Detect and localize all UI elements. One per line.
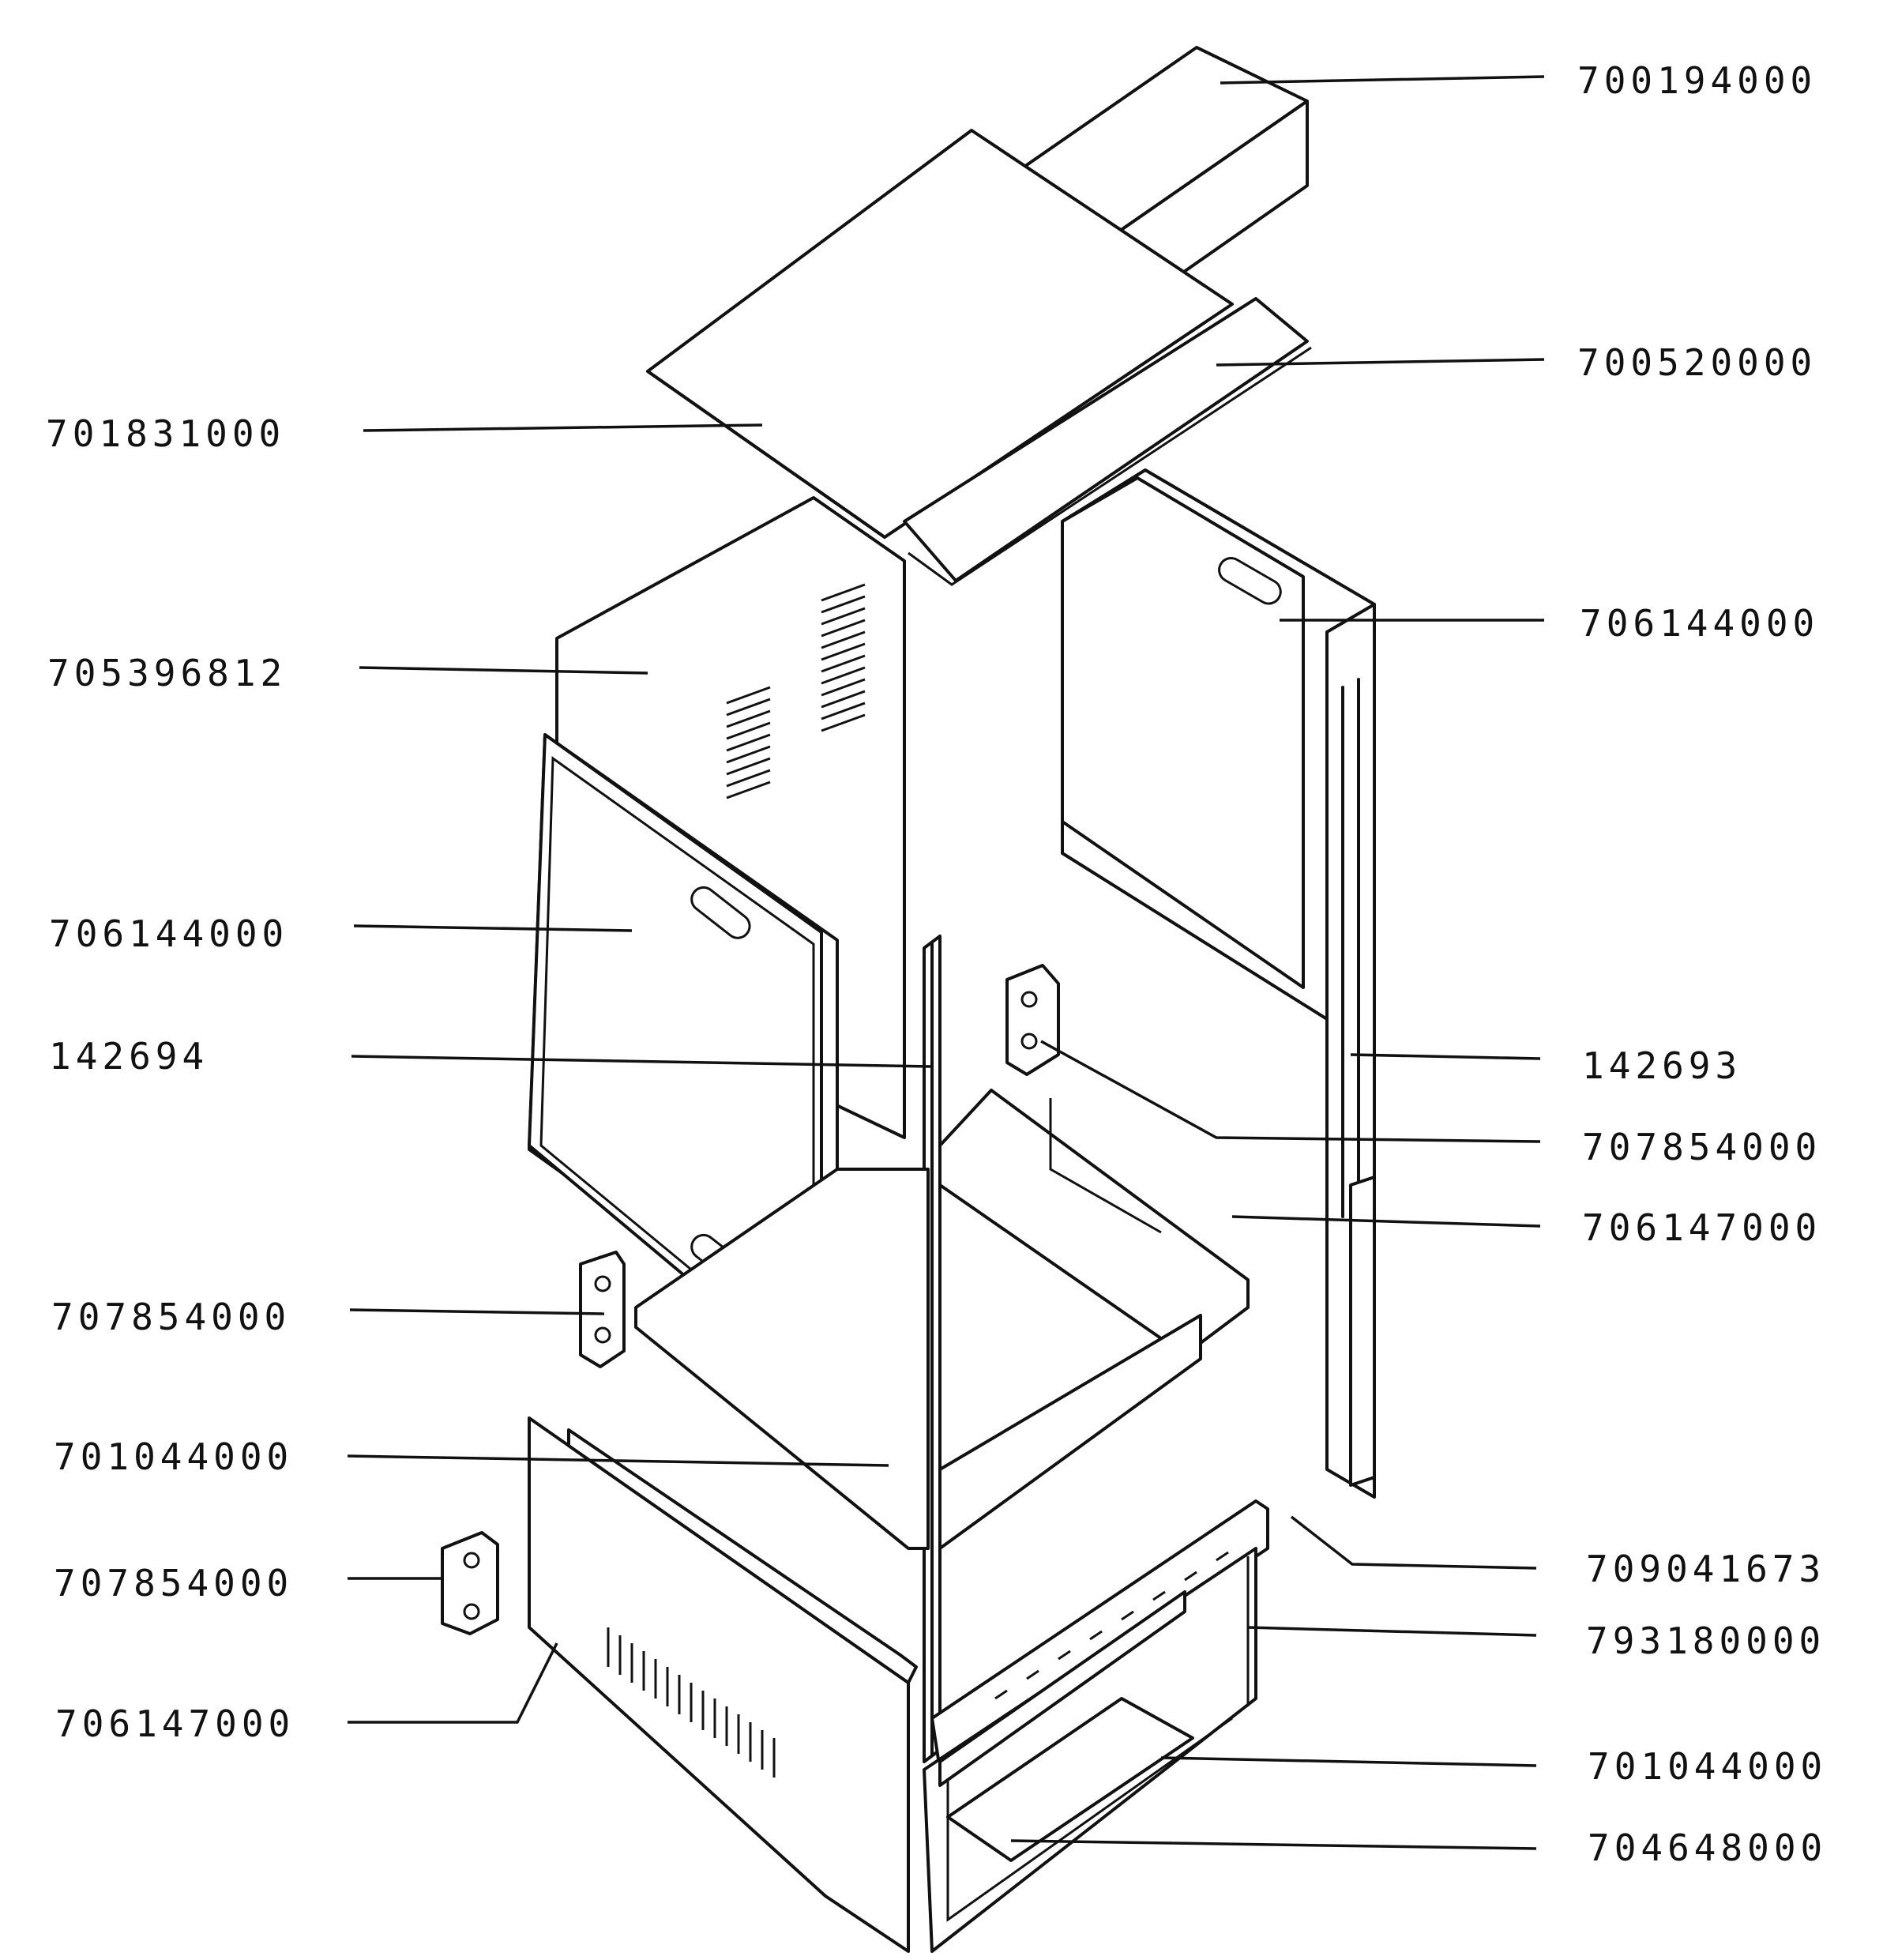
label-lower-side-panel: 706147000 <box>55 1702 295 1745</box>
label-bottom-shelf: 701044000 <box>1588 1745 1827 1788</box>
label-middle-shelf-right: 706147000 <box>1582 1206 1821 1249</box>
bottom-tray-part <box>946 1697 1194 1862</box>
bottom-shelf-part <box>938 1590 1186 1787</box>
label-back-panel: 705396812 <box>47 652 287 694</box>
label-left-side-panel: 706144000 <box>49 912 288 955</box>
label-loose-hinge: 707854000 <box>54 1562 293 1604</box>
leader-lines <box>347 75 1545 1850</box>
label-base-frame: 793180000 <box>1586 1620 1825 1662</box>
label-top-panel-right: 700520000 <box>1577 341 1817 384</box>
loose-hinge-part <box>441 1531 499 1635</box>
hinge-left-part <box>579 1251 626 1368</box>
top-panel-right-part <box>903 297 1312 586</box>
middle-shelf-part <box>634 1168 1202 1550</box>
lower-side-panel-part <box>528 1416 918 1953</box>
label-left-strip: 142694 <box>49 1035 209 1078</box>
label-right-strip: 142693 <box>1582 1044 1742 1087</box>
label-top-panel-left: 701831000 <box>46 412 285 455</box>
label-right-side-panel: 706144000 <box>1580 602 1819 645</box>
right-side-panel-part <box>1061 468 1376 1499</box>
right-strip-part <box>1349 1176 1376 1487</box>
label-upper-hinge-right: 707854000 <box>1582 1126 1821 1168</box>
label-top-cover: 700194000 <box>1577 59 1817 102</box>
top-panel-left-part <box>646 129 1234 539</box>
upper-hinge-right-part <box>1005 964 1060 1076</box>
middle-shelf-right-part <box>938 1089 1250 1356</box>
label-hinge-left: 707854000 <box>51 1296 291 1338</box>
label-bottom-tray: 704648000 <box>1588 1826 1827 1869</box>
label-front-frame: 709041673 <box>1586 1548 1825 1590</box>
label-middle-shelf: 701044000 <box>54 1435 293 1478</box>
